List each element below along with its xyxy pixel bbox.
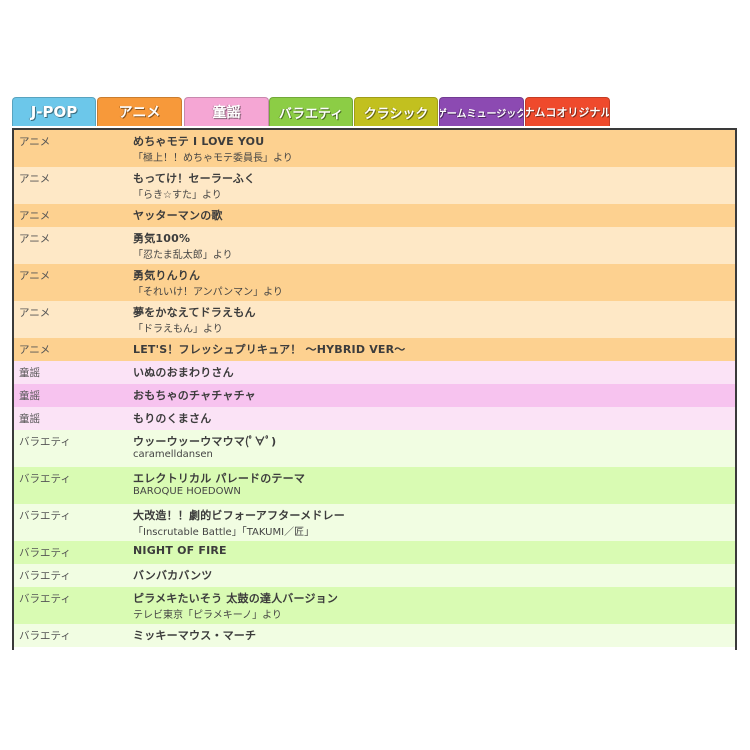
song-row[interactable]: アニメ もってけ！セーラーふく「らき☆すた」より [14,167,735,204]
song-subtitle: 「忍たま乱太郎」より [133,250,233,261]
song-subtitle: 「極上！！めちゃモテ委員長」より [133,153,293,164]
song-category: アニメ [19,210,51,222]
song-title: エレクトリカル パレードのテーマ [133,472,306,485]
category-tabs: J-POP アニメ 童謡 バラエティ クラシック ゲームミュージック ナムコオリ… [12,97,612,128]
song-category: 童謡 [19,390,40,402]
tab-game-music[interactable]: ゲームミュージック [439,97,524,126]
song-row[interactable]: バラエティ ウッーウッーウマウマ(ﾟ∀ﾟ)caramelldansen [14,430,735,467]
song-title: ミッキーマウス・マーチ [133,629,257,642]
song-row[interactable]: バラエティ バンバカバンツ [14,564,735,587]
song-subtitle: テレビ東京「ピラメキーノ」より [133,610,282,621]
song-title: いぬのおまわりさん [133,366,234,379]
song-title: おもちゃのチャチャチャ [133,389,256,402]
song-title: めちゃモテ I LOVE YOU [133,135,265,148]
song-title: ウッーウッーウマウマ(ﾟ∀ﾟ) [133,435,277,448]
song-category: バラエティ [19,547,71,559]
tab-classic[interactable]: クラシック [354,97,438,126]
song-row[interactable]: 童謡 いぬのおまわりさん [14,361,735,384]
song-list: アニメめちゃモテ I LOVE YOU「極上！！めちゃモテ委員長」よりアニメもっ… [12,128,737,650]
song-title: ピラメキたいそう 太鼓の達人バージョン [133,592,339,605]
tab-namco-original[interactable]: ナムコオリジナル [525,97,610,126]
song-row[interactable]: バラエティ ピラメキたいそう 太鼓の達人バージョンテレビ東京「ピラメキーノ」より [14,587,735,624]
song-row[interactable]: アニメ LET'S！フレッシュプリキュア！ ～HYBRID VER～ [14,338,735,361]
song-category: アニメ [19,270,51,282]
tab-douyou[interactable]: 童謡 [184,97,269,126]
song-row[interactable]: 童謡 もりのくまさん [14,407,735,430]
song-title: 勇気りんりん [133,269,201,282]
song-row[interactable]: アニメ めちゃモテ I LOVE YOU 「極上！！めちゃモテ委員長」より [14,130,735,167]
song-title: 夢をかなえてドラえもん [133,306,256,319]
song-category: バラエティ [19,570,71,582]
song-subtitle: 「らき☆すた」より [133,190,222,201]
song-category: バラエティ [19,593,71,605]
song-row[interactable]: バラエティ NIGHT OF FIRE [14,541,735,564]
song-category: アニメ [19,233,51,245]
song-subtitle: 「Inscrutable Battle」「TAKUMI／匠」 [133,527,315,538]
song-category: アニメ [19,344,51,356]
song-category: バラエティ [19,436,71,448]
song-row[interactable]: バラエティ ミッキーマウス・マーチ [14,624,735,647]
song-row[interactable]: 童謡 おもちゃのチャチャチャ [14,384,735,407]
song-title: NIGHT OF FIRE [133,544,227,557]
song-row[interactable]: アニメ 夢をかなえてドラえもん「ドラえもん」より [14,301,735,338]
song-title: ヤッターマンの歌 [133,209,223,222]
song-category: 童謡 [19,367,40,379]
song-category: バラエティ [19,630,71,642]
song-subtitle: caramelldansen [133,449,213,460]
song-category: アニメ [19,307,51,319]
song-subtitle: BAROQUE HOEDOWN [133,486,241,497]
song-category: 童謡 [19,413,40,425]
song-row[interactable]: アニメ 勇気りんりん「それいけ！アンパンマン」より [14,264,735,301]
song-title: バンバカバンツ [133,569,213,582]
tab-jpop[interactable]: J-POP [12,97,96,126]
song-title: もってけ！セーラーふく [133,172,256,185]
song-title: 勇気100% [133,232,191,245]
song-subtitle: 「ドラえもん」より [133,324,223,335]
tab-anime[interactable]: アニメ [97,97,182,126]
song-row[interactable]: バラエティ 大改造！！劇的ビフォーアフターメドレー「Inscrutable Bat… [14,504,735,541]
song-category: アニメ [19,173,51,185]
song-category: アニメ [19,136,51,148]
song-row[interactable]: アニメ 勇気100% 「忍たま乱太郎」より [14,227,735,264]
song-title: もりのくまさん [133,412,212,425]
song-title: 大改造！！劇的ビフォーアフターメドレー [133,509,345,522]
song-category: バラエティ [19,510,71,522]
song-title: LET'S！フレッシュプリキュア！ ～HYBRID VER～ [133,343,406,356]
tab-variety[interactable]: バラエティ [269,97,353,126]
song-category: バラエティ [19,473,71,485]
song-row[interactable]: アニメ ヤッターマンの歌 [14,204,735,227]
song-subtitle: 「それいけ！アンパンマン」より [133,287,283,298]
